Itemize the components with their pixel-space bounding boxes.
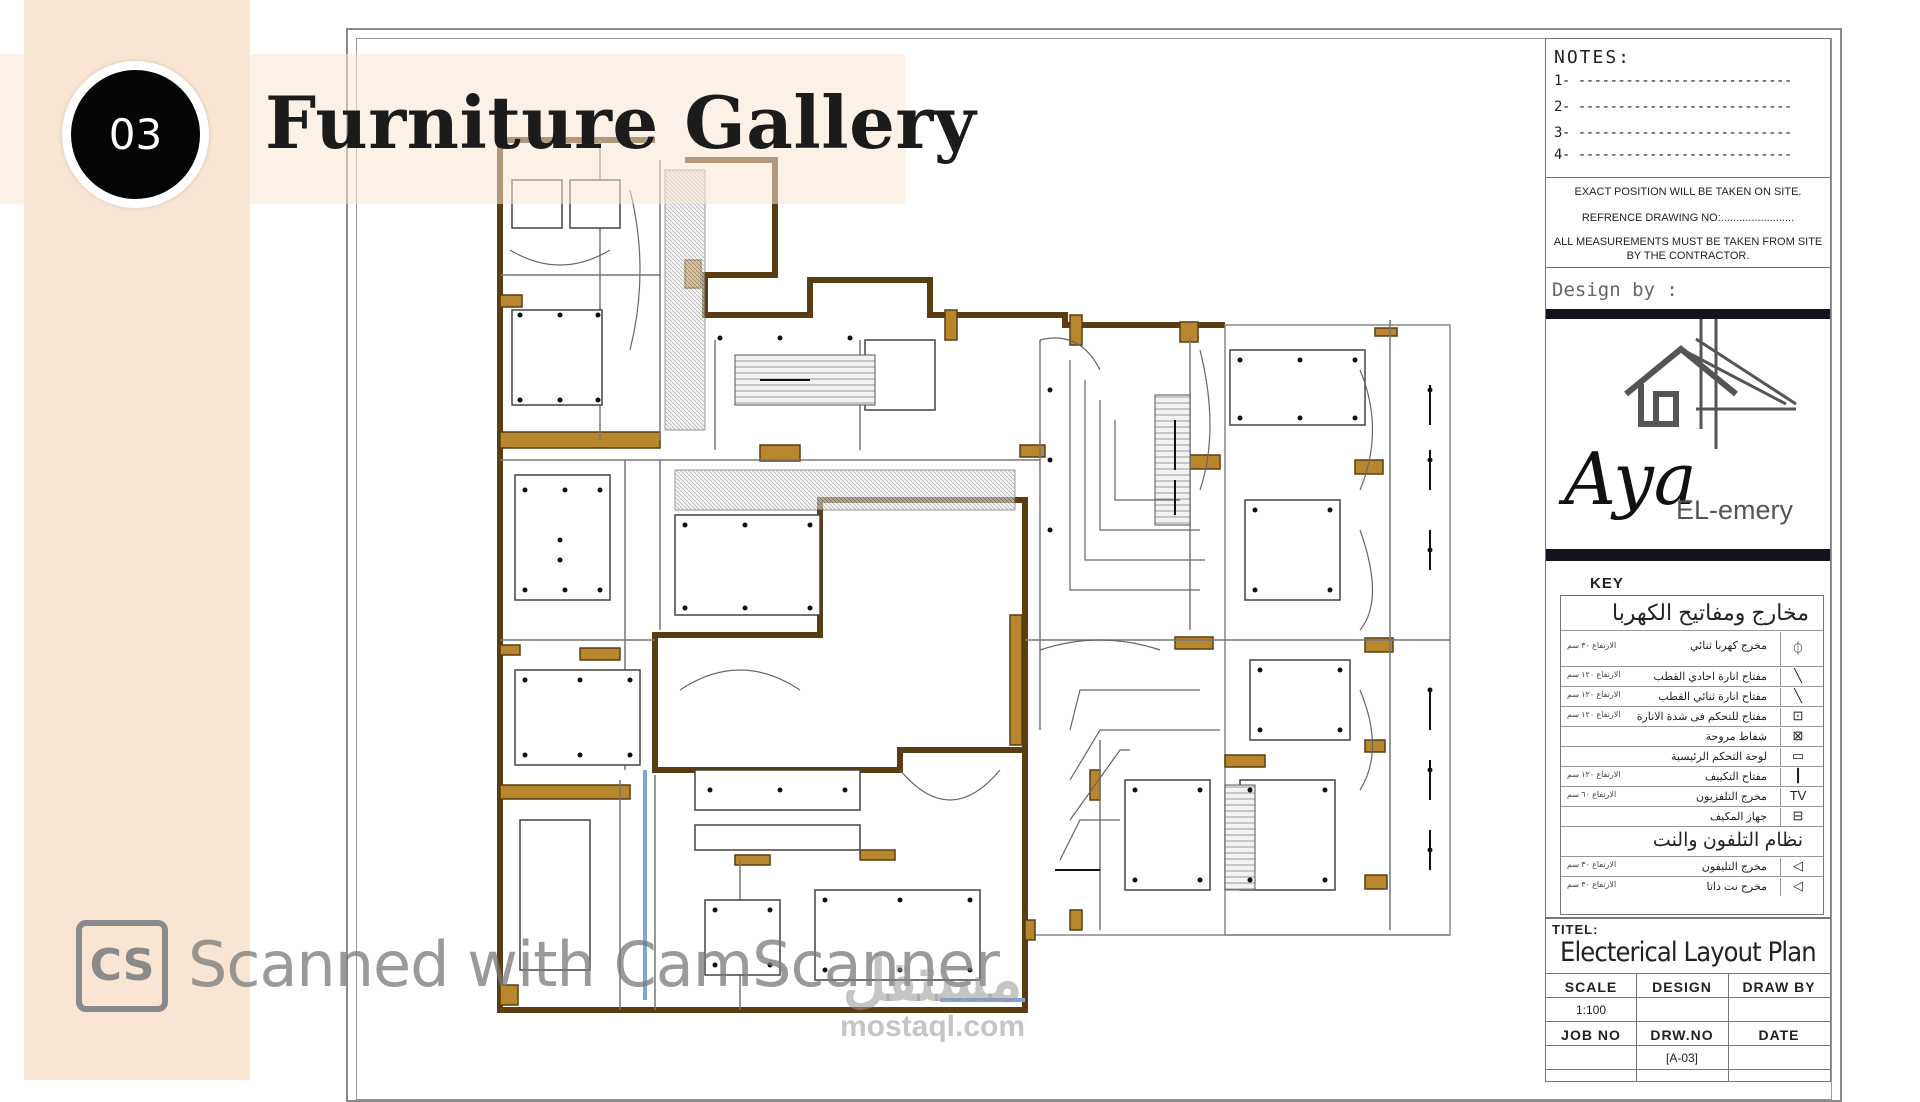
legend-row: شفاط مروحة ⊠ (1561, 726, 1823, 747)
legend-row: مفتاح التكييف الارتفاع ١٢٠ سم ┃ (1561, 766, 1823, 787)
legend-row: جهاز المكيف ⊟ (1561, 806, 1823, 827)
mostaql-domain: mostaql.com (840, 1010, 1026, 1043)
title-block: NOTES: 1- --------------------------- 2-… (1545, 38, 1831, 1082)
tv-outlet-symbol-icon: TV (1780, 788, 1815, 806)
track-lights (760, 379, 1431, 871)
legend-label: مفتاح التكييف (1704, 771, 1767, 783)
design-by-label: Design by : (1552, 279, 1678, 301)
legend-note: الارتفاع ١٢٠ سم (1567, 670, 1621, 679)
remark-text: REFRENCE DRAWING NO:....................… (1581, 212, 1795, 224)
double-switch-symbol-icon: ╲ (1780, 688, 1815, 706)
slide-number-badge: 03 (62, 61, 209, 208)
mostaql-watermark: مستقل mostaql.com (840, 950, 1025, 1044)
legend-section-title: مخارج ومفاتيح الكهربا (1611, 600, 1809, 625)
legend-label: مخرج التليفون (1701, 861, 1767, 873)
electrical-floor-plan (497, 137, 1451, 1013)
remark-text: EXACT POSITION WILL BE TAKEN ON SITE. (1574, 186, 1802, 198)
job-no-header: JOB NO (1561, 1027, 1621, 1043)
slide-number: 03 (71, 70, 200, 199)
legend-row: مفتاح انارة احادي القطب الارتفاع ١٢٠ سم … (1561, 666, 1823, 687)
legend-row: مخرج التليفون الارتفاع ٣٠ سم ◁ (1561, 856, 1823, 877)
grid-line (1636, 973, 1637, 1081)
legend-note: الارتفاع ١٢٠ سم (1567, 770, 1621, 779)
legend-label: شفاط مروحة (1705, 731, 1767, 743)
camscanner-logo-icon: CS (76, 920, 168, 1012)
furniture-hatched (664, 169, 1256, 891)
legend-row: مخرج كهربا ثنائي الارتفاع ٣٠ سم ⏀ (1561, 630, 1823, 667)
ac-switch-symbol-icon: ┃ (1780, 768, 1815, 786)
draw-by-header: DRAW BY (1742, 979, 1816, 995)
key-heading: KEY (1590, 575, 1624, 592)
drw-no-value: [A-03] (1665, 1051, 1698, 1065)
legend-note: الارتفاع ٦٠ سم (1567, 790, 1617, 799)
logo-script-text: Aya (1558, 437, 1697, 521)
furniture-outlines (511, 179, 1366, 981)
logo-name-text: EL-emery (1676, 495, 1794, 525)
outlet-symbol-icon: ⏀ (1780, 632, 1815, 666)
note-line: 3- --------------------------- (1554, 125, 1792, 141)
drw-no-header: DRW.NO (1650, 1027, 1714, 1043)
legend-label: مخرج التلفزيون (1695, 791, 1767, 803)
legend-label: جهاز المكيف (1709, 811, 1767, 823)
panel-symbol-icon: ▭ (1780, 748, 1815, 766)
legend-row: مخرج نت داتا الارتفاع ٣٠ سم ◁ (1561, 876, 1823, 897)
logo-bar (1546, 309, 1830, 319)
grid-line (1546, 997, 1830, 998)
scale-value: 1:100 (1575, 1003, 1607, 1017)
legend-row: لوحة التحكم الرئيسية ▭ (1561, 746, 1823, 767)
circuit-wiring (509, 189, 1374, 861)
notes-heading: NOTES: (1554, 47, 1632, 68)
legend-key: مخارج ومفاتيح الكهربا مخرج كهربا ثنائي ا… (1560, 595, 1824, 915)
date-header: DATE (1758, 1027, 1800, 1043)
exhaust-fan-symbol-icon: ⊠ (1780, 728, 1815, 746)
legend-note: الارتفاع ٣٠ سم (1567, 880, 1617, 889)
notes-section: NOTES: 1- --------------------------- 2-… (1546, 39, 1830, 178)
legend-label: مخرج كهربا ثنائي (1689, 640, 1767, 652)
dimmer-symbol-icon: ⊡ (1780, 708, 1815, 726)
light-fixtures (517, 312, 1433, 973)
note-line: 2- --------------------------- (1554, 99, 1792, 115)
phone-outlet-symbol-icon: ◁ (1780, 858, 1815, 876)
grid-line (1546, 1045, 1830, 1046)
mostaql-arabic-logo: مستقل (842, 946, 1023, 1013)
switch-symbol-icon: ╲ (1780, 668, 1815, 686)
legend-label: مفتاح للتحكم فى شدة الانارة (1636, 711, 1767, 723)
legend-label: مفتاح انارة احادي القطب (1653, 671, 1767, 683)
legend-row: مفتاح انارة ثنائي القطب الارتفاع ١٢٠ سم … (1561, 686, 1823, 707)
grid-line (1728, 973, 1729, 1081)
remark-text: ALL MEASUREMENTS MUST BE TAKEN FROM SITE… (1553, 236, 1823, 262)
grid-line (1546, 1069, 1830, 1070)
grid-line (1546, 1021, 1830, 1022)
note-line: 1- --------------------------- (1554, 73, 1792, 89)
data-outlet-symbol-icon: ◁ (1780, 878, 1815, 896)
legend-label: مفتاح انارة ثنائي القطب (1658, 691, 1767, 703)
legend-row: نظام التلفون والنت (1561, 826, 1823, 857)
legend-row: مخرج التلفزيون الارتفاع ٦٠ سم TV (1561, 786, 1823, 807)
legend-label: مخرج نت داتا (1706, 881, 1767, 893)
drawing-title: Electerical Layout Plan (1560, 937, 1817, 968)
note-line: 4- --------------------------- (1554, 147, 1792, 163)
remarks-section: EXACT POSITION WILL BE TAKEN ON SITE. RE… (1546, 179, 1830, 268)
page-title: Furniture Gallery (265, 80, 977, 165)
scale-header: SCALE (1564, 979, 1618, 995)
grid-line (1546, 973, 1830, 974)
camscanner-text: Scanned with CamScanner (188, 928, 1000, 1001)
design-header: DESIGN (1652, 979, 1712, 995)
camscanner-watermark: CS Scanned with CamScanner (76, 920, 1076, 1012)
legend-section-title: نظام التلفون والنت (1652, 830, 1803, 851)
window-openings (643, 770, 1025, 1002)
structural-columns (499, 259, 1398, 1006)
logo-bar (1546, 549, 1830, 561)
titel-heading: TITEL: (1552, 922, 1599, 937)
legend-note: الارتفاع ٣٠ سم (1567, 860, 1617, 869)
legend-note: الارتفاع ٣٠ سم (1567, 641, 1617, 650)
legend-row: مفتاح للتحكم فى شدة الانارة الارتفاع ١٢٠… (1561, 706, 1823, 727)
legend-note: الارتفاع ١٢٠ سم (1567, 710, 1621, 719)
legend-label: لوحة التحكم الرئيسية (1671, 751, 1767, 763)
ac-unit-symbol-icon: ⊟ (1780, 808, 1815, 826)
designer-logo: Aya EL-emery (1558, 319, 1797, 525)
legend-note: الارتفاع ١٢٠ سم (1567, 690, 1621, 699)
titel-divider (1546, 917, 1830, 919)
